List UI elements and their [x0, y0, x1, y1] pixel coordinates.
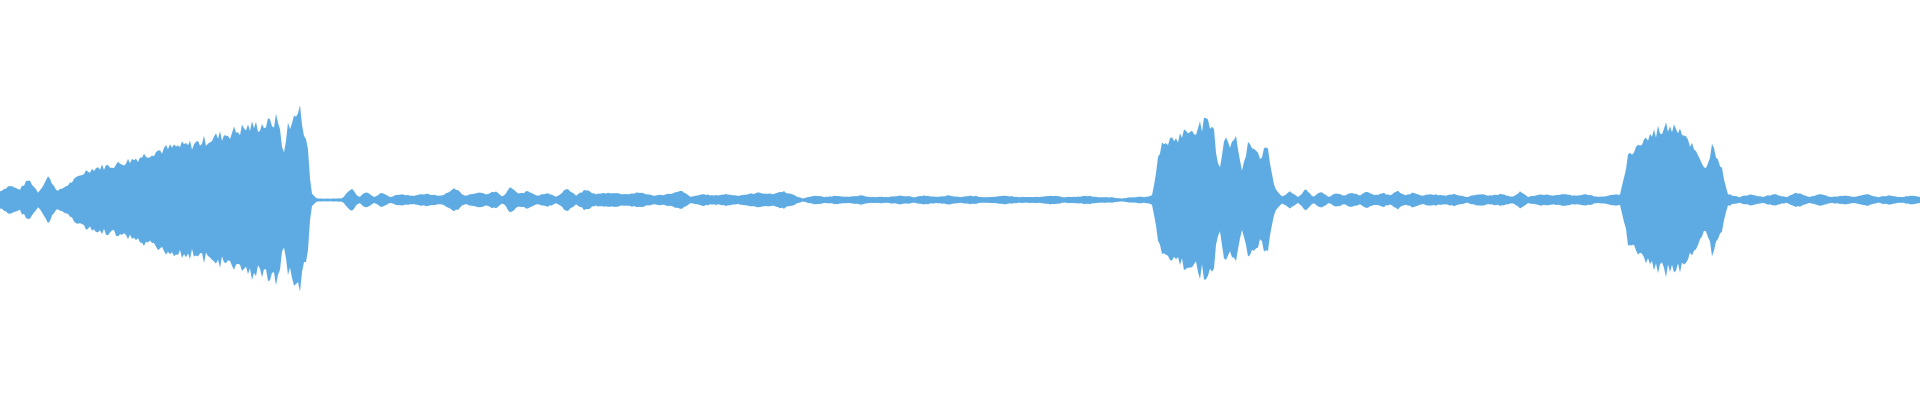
- waveform-shape: [0, 105, 1920, 292]
